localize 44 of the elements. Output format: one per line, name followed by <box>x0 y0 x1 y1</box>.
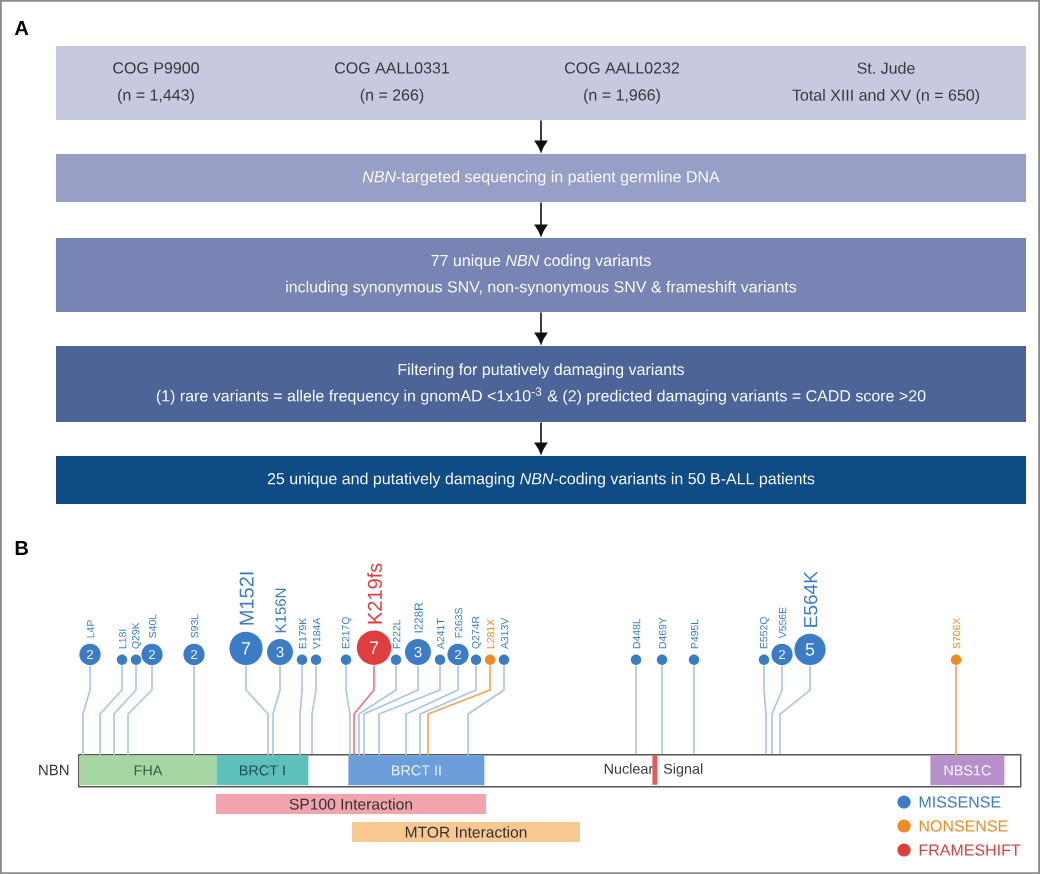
arrow <box>534 311 548 345</box>
step-box: 77 unique NBN coding variants including synonymous SNV, non-synonymous SNV & frameshift variants <box>56 238 1026 312</box>
lollipop-stem <box>419 664 477 756</box>
cohort-box: COG P9900 (n = 1,443) COG AALL0331 (n = 266) COG AALL0232 (n = 1,966) St. Jude Total XIII and XV (n = 650) <box>56 46 1026 120</box>
lollipop-stem <box>363 664 419 756</box>
legend-label: MISSENSE <box>919 796 1001 808</box>
lollipop-stem <box>771 664 783 755</box>
arrow <box>534 201 548 237</box>
arrow <box>534 119 548 153</box>
lollipop-stem <box>311 664 317 755</box>
lollipop-stem <box>763 664 767 755</box>
lollipop-head: 7 <box>356 630 392 665</box>
mutation-label: M152I <box>239 572 254 625</box>
lollipop-head: 7 <box>229 631 263 665</box>
lollipop-stem <box>299 664 303 756</box>
step-box: 25 unique and putatively damaging NBN-coding variants in 50 B-ALL patients <box>56 456 1026 504</box>
lollipop-stem <box>99 664 123 756</box>
arrow <box>534 421 548 455</box>
lollipop-stem <box>82 664 91 756</box>
lollipop-stem <box>353 664 375 756</box>
panel-letter: B <box>15 541 28 555</box>
legend-label: NONSENSE <box>919 820 1008 832</box>
lollipop-stem <box>245 664 269 756</box>
step-box: Filtering for putatively damaging variants (1) rare variants = allele frequency in gnomAD <1x10$^{-3}$ & (2) predicted damaging variants = CADD score >20 <box>56 346 1026 422</box>
step-box: NBN-targeted sequencing in patient germline DNA <box>56 154 1026 202</box>
lollipop-stem <box>127 664 153 756</box>
mutation-label: E564K <box>803 571 818 627</box>
lollipop-stem <box>272 664 281 756</box>
lollipop-stem <box>358 664 397 756</box>
lollipop-stem <box>193 664 195 756</box>
lollipop-stem <box>693 664 695 755</box>
mutation-label: K219fs <box>367 563 382 624</box>
lollipop-stem <box>427 664 491 756</box>
panel-letter: A <box>14 21 29 35</box>
lollipop-stem <box>955 664 957 756</box>
legend-label: FRAMESHIFT <box>919 844 1021 856</box>
lollipop-stem <box>635 664 637 755</box>
lollipop-stem <box>661 664 663 755</box>
lollipop-stem <box>779 664 811 755</box>
lollipop-stem <box>345 664 351 756</box>
lollipop-stem <box>113 664 137 756</box>
lollipop-stem <box>405 664 459 756</box>
lollipop-stem <box>467 664 505 756</box>
lollipop-stem <box>378 664 441 756</box>
